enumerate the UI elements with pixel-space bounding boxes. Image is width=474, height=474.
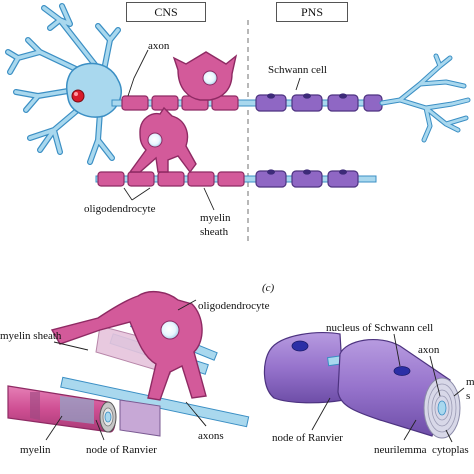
cns-oligodendrocyte-upper [172,51,238,101]
label-neurilemma: neurilemma [374,444,427,456]
label-schwann-cell: Schwann cell [268,64,327,76]
cns-neuron [5,3,122,165]
label-myelin-detail: myelin [20,444,51,456]
label-node-of-ranvier-pns: node of Ranvier [272,432,343,444]
pns-schwann-row-bottom [255,170,359,188]
label-oligodendrocyte-detail: oligodendrocyte [198,300,270,312]
label-nucleus-of-schwann-cell: nucleus of Schwann cell [326,322,434,334]
pns-detail-leader-lines [311,333,465,443]
pns-detail-illustration [263,331,461,439]
label-axon-detail: axon [418,344,440,356]
label-axon: axon [148,40,170,52]
cns-detail-illustration [7,290,250,437]
top-leader-lines [123,49,301,211]
label-sheath: sheath [200,226,229,238]
pns-header: PNS [276,2,348,22]
label-oligodendrocyte: oligodendrocyte [84,203,156,215]
label-node-of-ranvier-cns: node of Ranvier [86,444,157,456]
panel-label-c: (c) [262,282,275,294]
label-myelin-cut-2: s [466,390,471,402]
label-myelin-sheath: myelin sheath [0,330,62,342]
label-myelin-cut-1: m [466,376,474,388]
cns-myelin-row-bottom [97,171,245,187]
label-axons: axons [198,430,224,442]
label-myelin: myelin [200,212,231,224]
cns-oligodendrocyte-lower [128,106,197,174]
cns-detail-leader-lines [45,299,207,441]
pns-axon-terminal [379,53,471,143]
cns-header: CNS [126,2,206,22]
label-cytoplasm: cytoplas [432,444,469,456]
neuron-nucleus [71,89,85,103]
